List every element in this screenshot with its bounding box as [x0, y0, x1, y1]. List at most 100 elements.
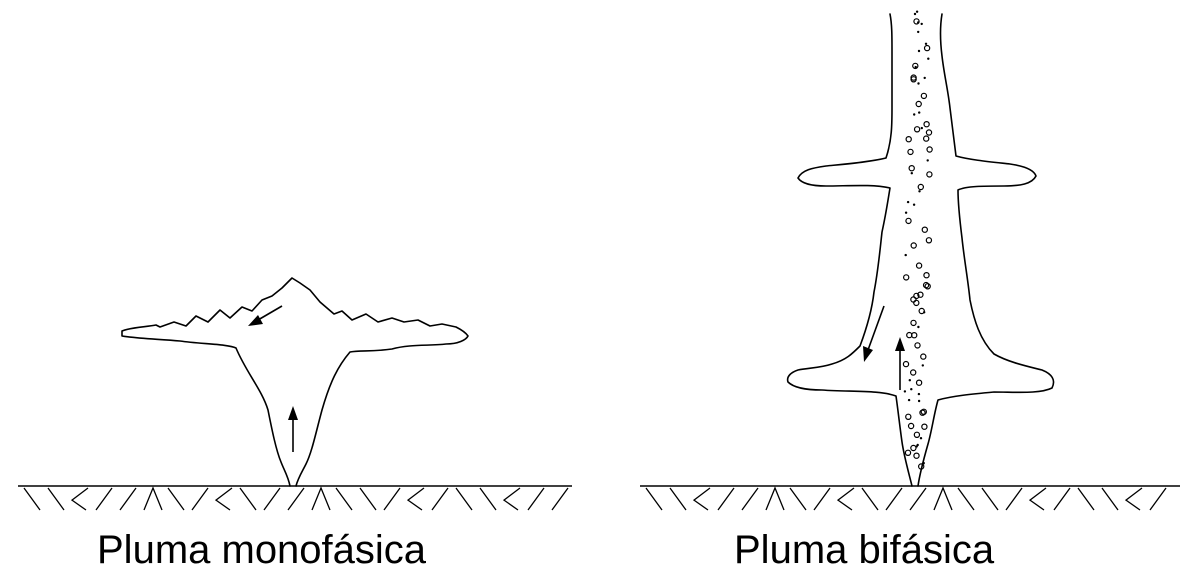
gas-bubble [916, 101, 921, 106]
gas-bubble [924, 136, 929, 141]
gas-bubble [911, 370, 916, 375]
gas-bubble-small [908, 399, 910, 401]
gas-bubble [909, 166, 914, 171]
gas-bubble [914, 432, 919, 437]
gas-bubble-small [917, 82, 919, 84]
gas-bubble [911, 445, 916, 450]
gas-bubble [927, 172, 932, 177]
ground-hatch-stroke [384, 488, 400, 510]
gas-bubble-small [925, 43, 927, 45]
ground-hatch-stroke [670, 488, 686, 510]
gas-bubble [906, 137, 911, 142]
ground-hatch-stroke [742, 488, 758, 510]
ground-hatch-stroke [408, 488, 424, 510]
ground-hatch-stroke [72, 488, 88, 510]
right-downdraft-arrowhead [863, 346, 873, 362]
gas-bubble [922, 227, 927, 232]
ground-hatch-stroke [144, 488, 162, 510]
ground-hatch-stroke [120, 488, 136, 510]
ground-hatch-stroke [336, 488, 352, 510]
ground-hatch-stroke [480, 488, 496, 510]
gas-bubble [911, 297, 916, 302]
ground-hatch-stroke [838, 488, 854, 510]
left-downdraft-arrowhead [248, 315, 263, 326]
gas-bubble-small [905, 254, 907, 256]
ground-hatch-stroke [886, 488, 902, 510]
gas-bubble-small [918, 393, 920, 395]
gas-bubble-small [927, 159, 929, 161]
gas-bubble [914, 453, 919, 458]
ground-hatch-stroke [862, 488, 878, 510]
ground-hatch-stroke [790, 488, 806, 510]
gas-bubble [918, 184, 923, 189]
ground-hatch-stroke [766, 488, 784, 510]
ground-hatch-stroke [958, 488, 974, 510]
ground-hatch-stroke [504, 488, 520, 510]
ground-hatch-stroke [1078, 488, 1094, 510]
gas-bubble-small [924, 77, 926, 79]
gas-bubble [908, 149, 913, 154]
left-downdraft-arrow-shaft [258, 306, 282, 320]
gas-bubble [926, 238, 931, 243]
two-phase-plume-caption: Pluma bifásica [734, 530, 994, 570]
gas-bubble [915, 343, 920, 348]
gas-bubble [926, 130, 931, 135]
gas-bubble-small [914, 13, 916, 15]
ground-hatch-stroke [192, 488, 208, 510]
gas-bubble [921, 354, 926, 359]
gas-bubble-small [918, 400, 920, 402]
ground-hatch-stroke [552, 488, 568, 510]
right-updraft-arrowhead [895, 337, 905, 351]
gas-bubble [921, 93, 926, 98]
gas-bubbles [903, 11, 932, 470]
ground-hatch-stroke [814, 488, 830, 510]
gas-bubble-small [918, 111, 920, 113]
gas-bubble [911, 243, 916, 248]
ground-hatch-stroke [1126, 488, 1142, 510]
gas-bubble-small [913, 113, 915, 115]
gas-bubble [909, 423, 914, 428]
ground-hatch-stroke [646, 488, 662, 510]
gas-bubble-small [917, 326, 919, 328]
left-ground-hatching [24, 488, 568, 510]
gas-bubble-small [921, 23, 923, 25]
gas-bubble [915, 127, 920, 132]
ground-hatch-stroke [528, 488, 544, 510]
ground-hatch-stroke [432, 488, 448, 510]
gas-bubble [905, 450, 910, 455]
gas-bubble [906, 218, 911, 223]
gas-bubble-small [918, 190, 920, 192]
gas-bubble-small [910, 388, 912, 390]
ground-hatch-stroke [96, 488, 112, 510]
ground-hatch-stroke [982, 488, 998, 510]
gas-bubble [911, 320, 916, 325]
gas-bubble [904, 275, 909, 280]
ground-hatch-stroke [48, 488, 64, 510]
ground-hatch-stroke [718, 488, 734, 510]
two-phase-plume-panel [640, 11, 1180, 511]
left-updraft-arrowhead [288, 406, 298, 420]
gas-bubble-small [913, 204, 915, 206]
ground-hatch-stroke [1054, 488, 1070, 510]
ground-hatch-stroke [216, 488, 232, 510]
gas-bubble [922, 424, 927, 429]
gas-bubble [924, 122, 929, 127]
gas-bubble-small [911, 172, 913, 174]
gas-bubble-small [917, 31, 919, 33]
gas-bubble [917, 263, 922, 268]
single-phase-plume-caption: Pluma monofásica [97, 530, 426, 570]
gas-bubble-small [915, 66, 917, 68]
single-phase-plume-outline [122, 278, 468, 486]
ground-hatch-stroke [934, 488, 952, 510]
gas-bubble [927, 147, 932, 152]
ground-hatch-stroke [694, 488, 710, 510]
gas-bubble-small [916, 11, 918, 13]
ground-hatch-stroke [1102, 488, 1118, 510]
gas-bubble-small [918, 50, 920, 52]
gas-bubble-small [905, 212, 907, 214]
ground-hatch-stroke [24, 488, 40, 510]
gas-bubble [914, 300, 919, 305]
ground-hatch-stroke [312, 488, 330, 510]
